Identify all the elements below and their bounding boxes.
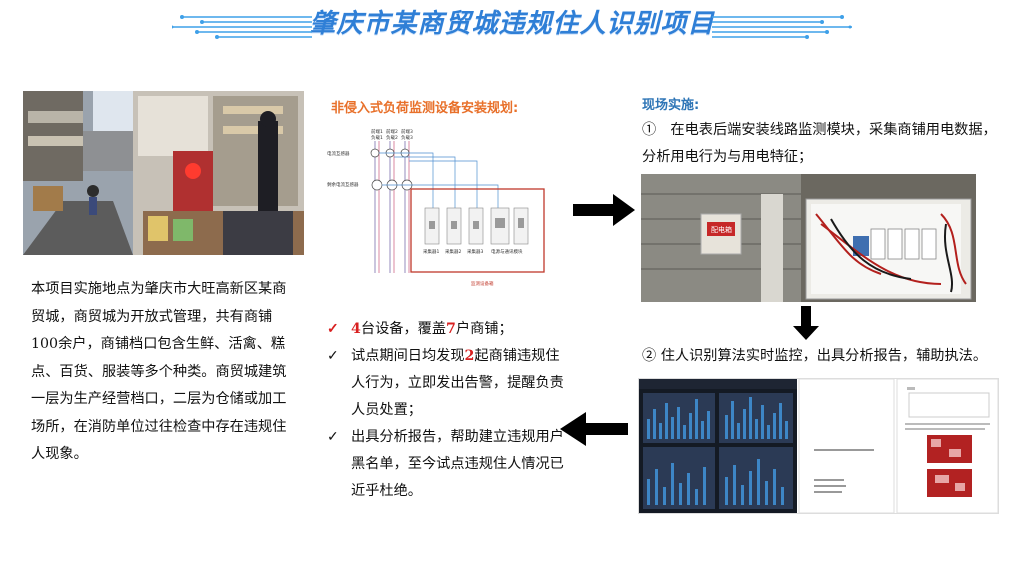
arrow-down-icon	[793, 306, 819, 340]
installation-photo: 配电箱	[641, 174, 976, 302]
bullet-devices-post: 户商铺；	[455, 321, 513, 337]
project-description: 本项目实施地点为肇庆市大旺高新区某商贸城，商贸城为开放式管理，共有商铺100余户…	[31, 281, 287, 462]
bullet-report: ✓ 出具分析报告，帮助建立违规用户黑名单，至今试点违规住人情况已近乎杜绝。	[327, 424, 567, 505]
circuit-deco-right-icon	[712, 15, 852, 39]
bullet-daily-pre: 试点期间日均发现	[351, 348, 465, 364]
bullet-daily-detection: ✓ 试点期间日均发现2起商铺违规住人行为，立即发出告警，提醒负责人员处置；	[327, 343, 567, 424]
bullet-devices-mid: 台设备，覆盖	[360, 321, 447, 337]
page-title: 肇庆市某商贸城违规住人识别项目	[309, 9, 715, 39]
arrow-left-icon	[560, 412, 628, 446]
wiring-diagram: 前端1 前端2 前端3 负载1 负载2 负载3 电流互感器 剩余电流互感器 采集…	[323, 123, 549, 306]
check-icon: ✓	[327, 348, 339, 364]
daily-case-count: 2	[464, 348, 475, 364]
wiring-diagram-svg: 前端1 前端2 前端3 负载1 负载2 负载3 电流互感器 剩余电流互感器 采集…	[327, 128, 545, 287]
market-photo	[23, 91, 304, 255]
device-count: 4	[351, 321, 361, 337]
diagram-label-front3: 前端3	[401, 128, 413, 135]
electrical-box-image: 配电箱	[641, 174, 976, 302]
arrow-right-icon	[573, 194, 635, 226]
diagram-label-col1: 采集器1	[423, 248, 439, 255]
implementation-heading: 现场实施:	[642, 98, 700, 113]
title-bar: 肇庆市某商贸城违规住人识别项目	[0, 4, 1024, 44]
diagram-label-ct: 电流互感器	[327, 150, 350, 157]
check-icon: ✓	[327, 429, 339, 445]
shop-count: 7	[446, 321, 456, 337]
analysis-report-screenshot	[638, 378, 999, 514]
diagram-label-front2: 前端2	[386, 128, 398, 135]
diagram-label-rct: 剩余电流互感器	[327, 181, 359, 188]
step-1-text: ① 在电表后端安装线路监测模块，采集商铺用电数据，分析用电行为与用电特征；	[642, 122, 997, 165]
install-plan-heading: 非侵入式负荷监测设备安装规划:	[331, 101, 519, 116]
result-bullets: ✓ 4台设备，覆盖7户商铺； ✓ 试点期间日均发现2起商铺违规住人行为，立即发出…	[327, 316, 567, 505]
distribution-box-sign: 配电箱	[711, 225, 732, 234]
market-scene-image	[23, 91, 304, 255]
diagram-label-load1: 负载1	[371, 134, 383, 141]
bullet-daily-mid: 起商铺违规住人行为，立即发出告警，提醒负责人员处置；	[351, 348, 564, 418]
diagram-label-load2: 负载2	[386, 134, 398, 141]
bullet-report-text: 出具分析报告，帮助建立违规用户黑名单，至今试点违规住人情况已近乎杜绝。	[351, 429, 564, 499]
bullet-devices: ✓ 4台设备，覆盖7户商铺；	[327, 316, 567, 343]
diagram-label-box: 监测设备箱	[471, 280, 494, 287]
diagram-label-col3: 采集器3	[467, 248, 483, 255]
diagram-label-col2: 采集器2	[445, 248, 461, 255]
diagram-label-load3: 负载3	[401, 134, 413, 141]
diagram-label-power: 电源与通讯模块	[491, 248, 523, 255]
check-icon: ✓	[327, 321, 339, 337]
diagram-label-front1: 前端1	[371, 128, 383, 135]
report-dashboard-image	[639, 379, 998, 513]
circuit-deco-left-icon	[172, 15, 312, 39]
step-2-text: ② 住人识别算法实时监控，出具分析报告，辅助执法。	[642, 348, 988, 364]
